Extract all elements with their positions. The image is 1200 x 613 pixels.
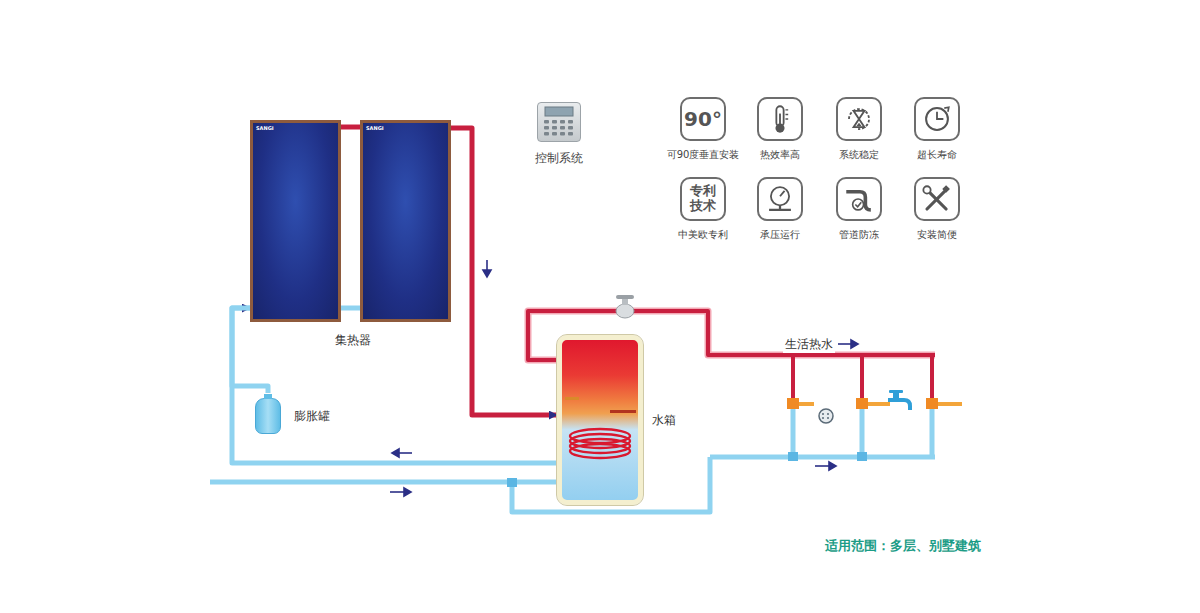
heat-coil — [562, 340, 638, 500]
collector-panel: SANGI — [360, 120, 451, 322]
icon-glyph — [759, 179, 801, 219]
node-label: 水箱 — [652, 413, 676, 427]
icon-glyph — [838, 179, 880, 219]
icon-glyph — [759, 99, 801, 139]
feature-icon: 承压运行 — [757, 177, 803, 221]
feature-icon: 超长寿命 — [914, 97, 960, 141]
tank-cap — [264, 394, 272, 399]
coil-turn — [570, 444, 630, 458]
water-tank: 水箱 — [557, 335, 643, 505]
faucet — [888, 390, 910, 410]
keypad — [538, 103, 580, 141]
flow-label: 生活热水 — [783, 336, 835, 353]
cold-pipe — [341, 306, 360, 311]
node-label: 超长寿命 — [917, 149, 957, 161]
node-label: 管道防冻 — [839, 229, 879, 241]
node-label: 安装简便 — [917, 229, 957, 241]
brand-logo: SANGI — [256, 125, 274, 131]
pipe-connector — [341, 125, 360, 130]
controller-icon: 控制系统 — [537, 102, 581, 142]
brand-logo: SANGI — [366, 125, 384, 131]
node-label: 承压运行 — [760, 229, 800, 241]
part-label: 集热器 — [333, 332, 373, 349]
cold-pipe — [210, 480, 557, 485]
expansion-tank: 膨胀罐 — [255, 398, 281, 434]
hot-pipe — [793, 355, 932, 399]
node-label: 中美欧专利 — [678, 229, 728, 241]
valve — [616, 295, 634, 318]
feature-icon: 安装简便 — [914, 177, 960, 221]
shower-head — [819, 409, 833, 423]
node-label: 系统稳定 — [839, 149, 879, 161]
node-label: 膨胀罐 — [294, 409, 330, 423]
scope-note: 适用范围：多层、别墅建筑 — [823, 537, 983, 555]
icon-text: 专利 技术 — [689, 184, 717, 214]
heater-rod — [610, 410, 636, 413]
pipe-connector — [451, 128, 557, 415]
icon-glyph — [916, 99, 958, 139]
icon-glyph — [916, 179, 958, 219]
collector-panel: SANGI — [250, 120, 341, 322]
feature-icon: 90°可90度垂直安装 — [680, 97, 726, 141]
icon-glyph — [838, 99, 880, 139]
pipe-connector — [232, 308, 557, 463]
sensor — [565, 397, 579, 400]
node-label: 可90度垂直安装 — [667, 149, 740, 161]
feature-icon: 系统稳定 — [836, 97, 882, 141]
feature-icon: 管道防冻 — [836, 177, 882, 221]
feature-icon: 热效率高 — [757, 97, 803, 141]
node-label: 热效率高 — [760, 149, 800, 161]
icon-text: 90° — [684, 107, 722, 131]
feature-icon: 专利 技术中美欧专利 — [680, 177, 726, 221]
node-label: 控制系统 — [535, 151, 583, 165]
